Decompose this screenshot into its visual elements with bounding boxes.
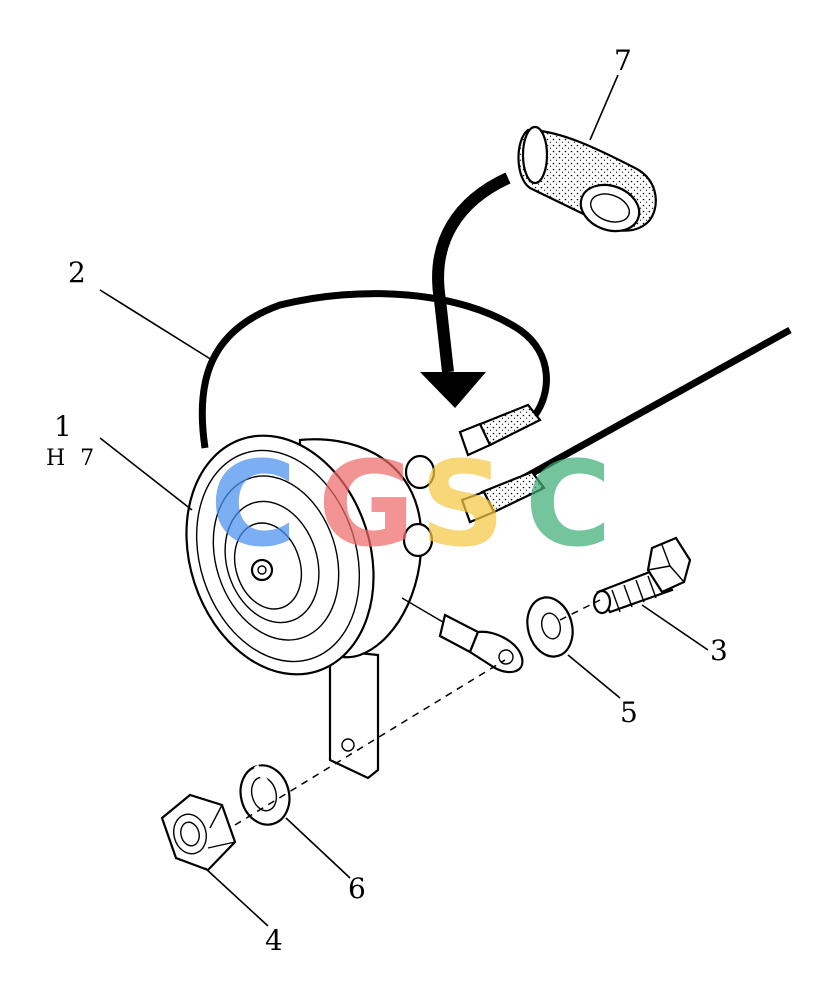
callout-1: 1 bbox=[54, 410, 72, 443]
horn-wire bbox=[198, 290, 550, 449]
callout-4: 4 bbox=[265, 924, 283, 957]
callout-5: 5 bbox=[620, 696, 638, 729]
watermark-letter-3: S bbox=[420, 435, 505, 573]
horn bbox=[185, 434, 449, 676]
leader-3 bbox=[641, 604, 709, 651]
callout-1-code: H 7 bbox=[46, 446, 98, 471]
lock-washer bbox=[239, 764, 291, 826]
assembly-axis bbox=[234, 599, 601, 826]
callout-6: 6 bbox=[348, 872, 366, 905]
callout-2: 2 bbox=[68, 256, 86, 289]
ring-terminal bbox=[438, 613, 524, 674]
flat-washer bbox=[526, 596, 574, 658]
blade-connector-lower bbox=[460, 470, 546, 524]
rubber-boot bbox=[517, 125, 657, 233]
blade-connector-upper bbox=[458, 403, 542, 457]
cgsc-watermark: C G S C bbox=[210, 435, 612, 573]
callout-3: 3 bbox=[710, 634, 728, 667]
watermark-letter-4: C bbox=[525, 435, 612, 573]
supply-wire bbox=[518, 326, 792, 484]
leader-5 bbox=[567, 654, 621, 699]
leader-6 bbox=[285, 817, 351, 879]
horn-bracket bbox=[328, 648, 380, 780]
hex-nut bbox=[160, 793, 237, 872]
watermark-letter-1: C bbox=[210, 435, 297, 573]
callout-7: 7 bbox=[614, 44, 632, 77]
leader-7 bbox=[589, 74, 619, 141]
assembly-arrow bbox=[420, 172, 511, 408]
bolt bbox=[592, 536, 692, 615]
leader-4 bbox=[204, 867, 269, 927]
leader-2 bbox=[99, 289, 213, 361]
watermark-letter-2: G bbox=[318, 435, 415, 573]
leader-1 bbox=[99, 437, 193, 511]
